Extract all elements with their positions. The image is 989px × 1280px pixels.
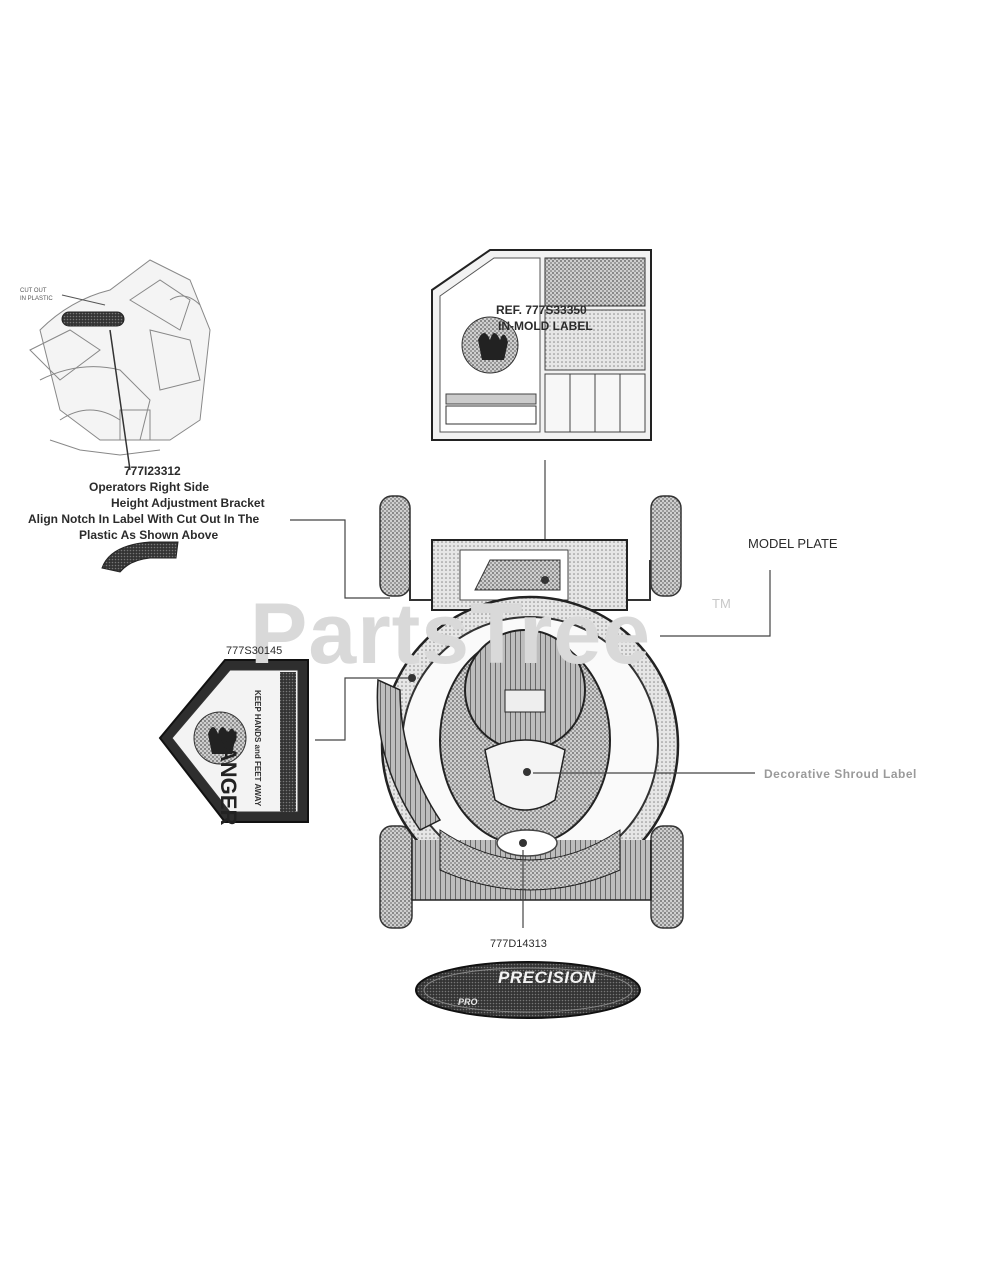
- precision-decal-sub: PRO: [458, 997, 478, 1007]
- in-mold-label-title: IN-MOLD LABEL: [498, 319, 593, 333]
- bracket-note-line1: Operators Right Side: [89, 480, 210, 494]
- precision-badge-decal: [415, 961, 641, 1019]
- leader-lines: [290, 519, 771, 928]
- danger-decal-word: DANGER: [216, 730, 241, 826]
- badge-part-number: 777D14313: [490, 938, 547, 950]
- cut-out-note-line1: CUT OUT: [20, 288, 47, 294]
- cut-out-note-line2: IN PLASTIC: [20, 296, 53, 302]
- bracket-note-line2: Height Adjustment Bracket: [111, 496, 265, 510]
- decorative-shroud-label: Decorative Shroud Label: [764, 767, 917, 781]
- danger-label-decal: [158, 659, 309, 823]
- watermark-trademark: TM: [712, 596, 731, 611]
- bracket-inset-sketch: [29, 259, 211, 471]
- danger-decal-subtext: KEEP HANDS and FEET AWAY: [253, 690, 262, 807]
- bracket-decal-thumbnail: [101, 541, 179, 573]
- in-mold-label-decal: [431, 249, 652, 441]
- cut-out-leader: [61, 294, 106, 306]
- danger-label-part-number: 777S30145: [226, 645, 283, 657]
- mower-body: [376, 495, 684, 929]
- bracket-note-line3: Align Notch In Label With Cut Out In The: [28, 512, 260, 526]
- watermark-text: PartsTree: [250, 586, 652, 682]
- model-plate-label: MODEL PLATE: [748, 536, 838, 551]
- bracket-part-number: 777I23312: [124, 464, 181, 478]
- in-mold-ref-label: REF. 777S33350: [496, 303, 587, 317]
- precision-decal-word: PRECISION: [498, 968, 597, 987]
- bracket-note-line4: Plastic As Shown Above: [79, 528, 219, 542]
